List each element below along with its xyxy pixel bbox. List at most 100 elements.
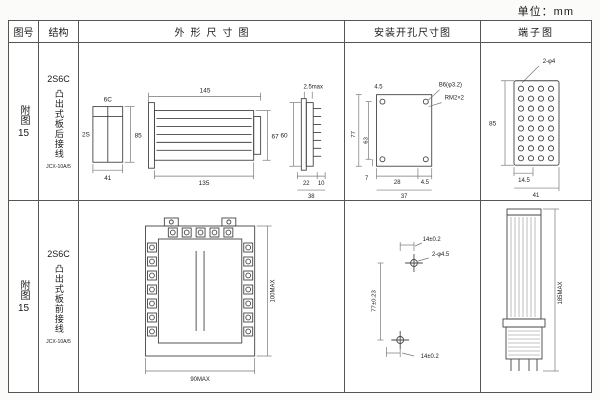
terminal-drawing-cell-row1: 2-φ4 85 14.5 41 — [481, 43, 591, 201]
figure-label-row2: 附图 — [18, 279, 29, 300]
dim-line — [386, 347, 401, 357]
dim-line — [365, 101, 372, 160]
dim-line — [513, 167, 534, 177]
header-install-holes: 安装开孔尺寸图 — [345, 21, 481, 43]
outline-drawing-row2: 100MAX 90MAX — [145, 217, 277, 383]
relay-side-profile — [502, 208, 546, 371]
dim-label: 135 — [199, 180, 210, 187]
dim-label: 7 — [365, 176, 368, 182]
relay-front-view — [92, 106, 124, 163]
install-drawing-row1: 4.5 B6(φ3.2) RM2×2 77 63 7 28 4.5 37 — [351, 83, 464, 200]
dim-label: 2-φ4.5 — [432, 252, 450, 258]
dim-line — [154, 162, 255, 180]
leader-line — [402, 352, 415, 357]
install-drawing-row2: 14±0.2 2-φ4.5 77±0.23 14±0.2 — [372, 237, 450, 360]
figure-num-row1: 15 — [17, 127, 30, 139]
dim-label: RM2×2 — [445, 96, 464, 102]
dim-line — [355, 94, 362, 167]
dim-line — [501, 80, 514, 166]
header-terminal-diagram: 端子图 — [481, 21, 591, 43]
structure-sub-row2: JCX-10A/5 — [46, 338, 71, 345]
dim-label: 2.5max — [303, 85, 322, 91]
relay-rear-view — [300, 98, 322, 171]
dim-label: 4.5 — [374, 85, 383, 91]
socket-front-view — [145, 217, 256, 357]
dim-line — [514, 167, 560, 192]
dim-label: 145 — [200, 88, 211, 95]
drawing-table: 图号 结构 外形尺寸图 安装开孔尺寸图 端子图 附图 15 2S6C 凸出式板后… — [8, 20, 592, 393]
dim-line — [256, 225, 272, 357]
dim-line — [148, 92, 261, 103]
terminal-holes — [517, 85, 555, 162]
figure-label-row1: 附图 — [18, 104, 29, 125]
dim-label: 41 — [533, 193, 540, 199]
structure-model-row2: 2S6C — [47, 248, 70, 259]
leader-line — [427, 89, 440, 101]
dim-label: 67 — [272, 133, 280, 140]
outline-drawing-row1: 6C 2S 85 41 145 135 67 — [82, 85, 326, 200]
dim-label: 63 — [364, 136, 370, 143]
install-drawing-cell-row1: 4.5 B6(φ3.2) RM2×2 77 63 7 28 4.5 37 — [345, 43, 481, 201]
leader-line — [428, 102, 442, 107]
terminal-stack-hatch — [508, 330, 540, 356]
header-figure-number: 图号 — [9, 21, 39, 43]
terminal-drawing-row1: 2-φ4 85 14.5 41 — [489, 59, 560, 199]
dim-line — [124, 106, 135, 163]
dim-label: 100MAX — [271, 279, 277, 302]
terminal-block — [513, 80, 560, 166]
relay-side-view — [148, 102, 262, 169]
dim-label: 41 — [104, 175, 112, 182]
dim-label: 185MAX — [558, 281, 564, 304]
socket-terminals — [147, 227, 254, 337]
header-structure: 结构 — [39, 21, 79, 43]
dim-label: 77 — [351, 131, 357, 138]
outline-drawing-cell-row2: 100MAX 90MAX — [79, 201, 345, 392]
terminal-drawing-row2: 185MAX — [502, 208, 564, 372]
dim-label: B6(φ3.2) — [439, 83, 462, 89]
figure-number-cell-row2: 附图 15 — [9, 201, 39, 392]
dim-label: 2-φ4 — [543, 59, 556, 65]
structure-desc-row1: 凸出式板后接线 — [53, 88, 64, 159]
hole-marks — [391, 254, 423, 349]
dim-label: 90MAX — [190, 377, 210, 383]
dim-label: 37 — [401, 194, 408, 200]
outline-drawing-cell-row1: 6C 2S 85 41 145 135 67 — [79, 43, 345, 201]
dim-label: 14±0.2 — [421, 354, 439, 360]
install-drawing-cell-row2: 14±0.2 2-φ4.5 77±0.23 14±0.2 — [345, 201, 481, 392]
dim-line — [303, 91, 313, 99]
structure-model-row1: 2S6C — [47, 73, 70, 84]
dim-line — [145, 358, 256, 374]
leader-line — [414, 242, 422, 247]
dim-line — [289, 102, 302, 167]
terminal-drawing-cell-row2: 185MAX — [481, 201, 591, 392]
dim-label: 10 — [318, 181, 325, 187]
unit-label: 单位：mm — [517, 6, 574, 18]
dim-line — [399, 242, 415, 251]
dim-label: 85 — [135, 132, 143, 139]
dim-line — [297, 172, 326, 180]
dim-line — [255, 110, 271, 161]
dim-label: 38 — [308, 194, 315, 200]
dim-label: 4.5 — [421, 180, 430, 186]
figure-number-cell-row1: 附图 15 — [9, 43, 39, 201]
leader-line — [417, 257, 429, 262]
dim-label: 14±0.2 — [423, 237, 441, 243]
dim-line — [377, 262, 384, 341]
dim-line — [376, 168, 433, 180]
body-hatch — [510, 217, 536, 317]
structure-cell-row2: 2S6C 凸出式板前接线 JCX-10A/5 — [39, 201, 79, 392]
dim-label: 77±0.23 — [372, 290, 378, 312]
dim-label: 2S — [82, 131, 90, 138]
dim-label: 22 — [303, 181, 310, 187]
structure-cell-row1: 2S6C 凸出式板后接线 JCX-10A/5 — [39, 43, 79, 201]
leader-line — [521, 65, 540, 83]
dim-label: 85 — [489, 120, 497, 127]
structure-desc-row2: 凸出式板前接线 — [53, 263, 64, 334]
dim-line — [543, 208, 559, 372]
header-outline-dimensions: 外形尺寸图 — [79, 21, 345, 43]
dim-label: 60 — [280, 132, 288, 139]
dim-line — [92, 164, 124, 174]
dim-label: 6C — [104, 97, 113, 104]
dim-label: 28 — [394, 180, 401, 186]
cutout-outline — [376, 94, 433, 167]
